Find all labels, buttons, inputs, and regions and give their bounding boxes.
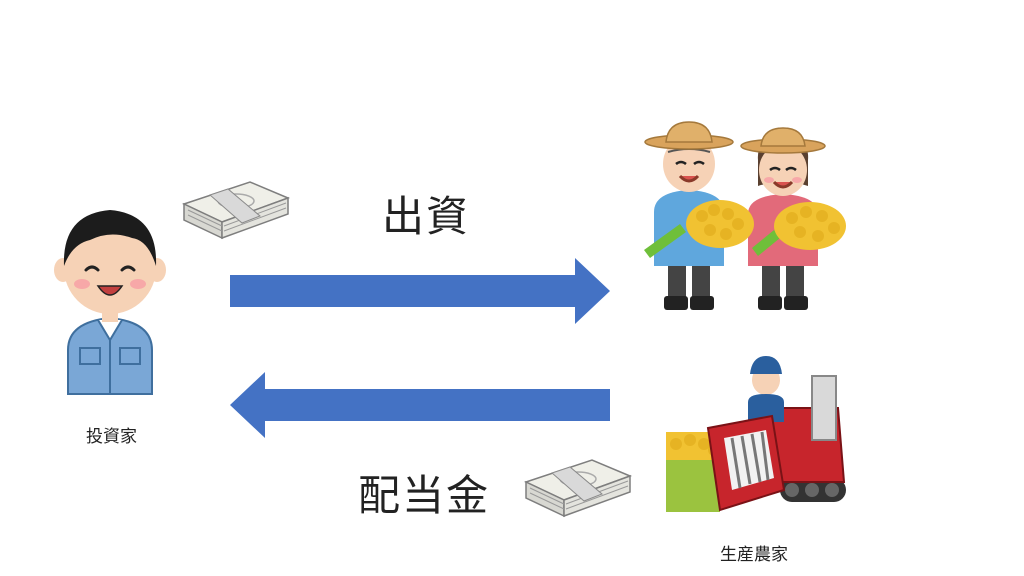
investor-person-icon [54, 210, 166, 395]
producer-label: 生産農家 [720, 545, 788, 565]
dividend-arrow [230, 372, 610, 438]
money-bundle-top-icon [181, 181, 291, 240]
money-bundle-bottom-icon [523, 459, 633, 518]
investor-label: 投資家 [86, 427, 137, 447]
dividend-label: 配当金 [358, 471, 491, 520]
rice-bundle-left [644, 200, 754, 258]
farmer-couple-icon [644, 121, 846, 310]
combine-harvester-icon [666, 356, 846, 512]
rice-bundle-right [752, 202, 846, 256]
investment-label: 出資 [382, 192, 471, 241]
investment-arrow [230, 258, 610, 324]
